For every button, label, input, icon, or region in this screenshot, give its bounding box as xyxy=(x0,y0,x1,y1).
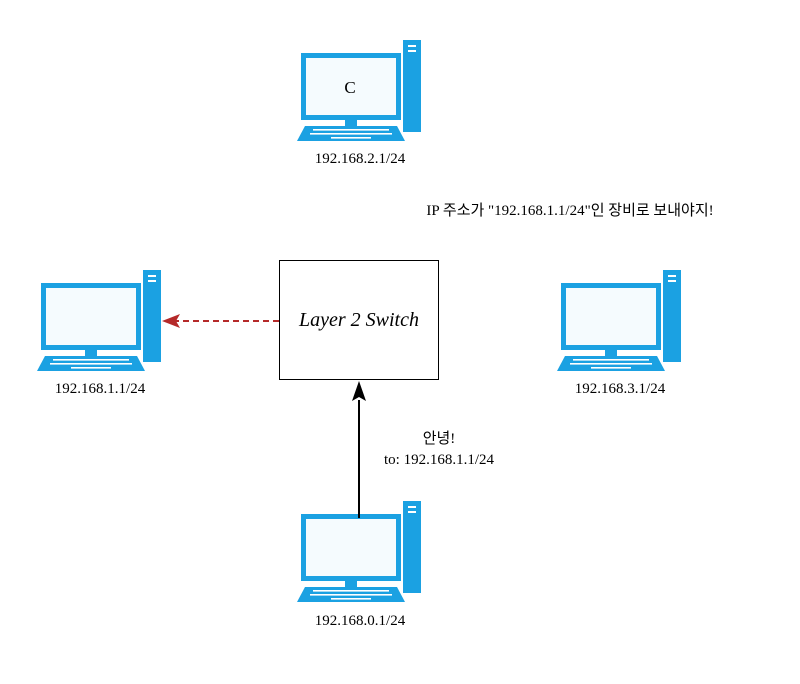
packet-greeting: 안녕! xyxy=(422,431,456,447)
computer-left-icon xyxy=(37,270,161,371)
computer-right-icon xyxy=(557,270,681,371)
computer-left-ip: 192.168.1.1/24 xyxy=(54,381,146,397)
solid-arrow xyxy=(352,381,366,518)
computer-right-ip: 192.168.3.1/24 xyxy=(574,381,666,397)
packet-destination: to: 192.168.1.1/24 xyxy=(383,452,495,468)
computer-c-icon xyxy=(297,40,421,141)
computer-c-screen-label: C xyxy=(344,78,356,97)
computer-c-ip: 192.168.2.1/24 xyxy=(314,151,406,167)
dashed-arrow xyxy=(162,314,279,328)
switch-label: Layer 2 Switch xyxy=(299,308,419,331)
layer2-switch: Layer 2 Switch xyxy=(279,260,439,380)
thought-message: IP 주소가 "192.168.1.1/24"인 장비로 보내야지! xyxy=(426,203,714,219)
computer-bottom-ip: 192.168.0.1/24 xyxy=(314,613,406,629)
